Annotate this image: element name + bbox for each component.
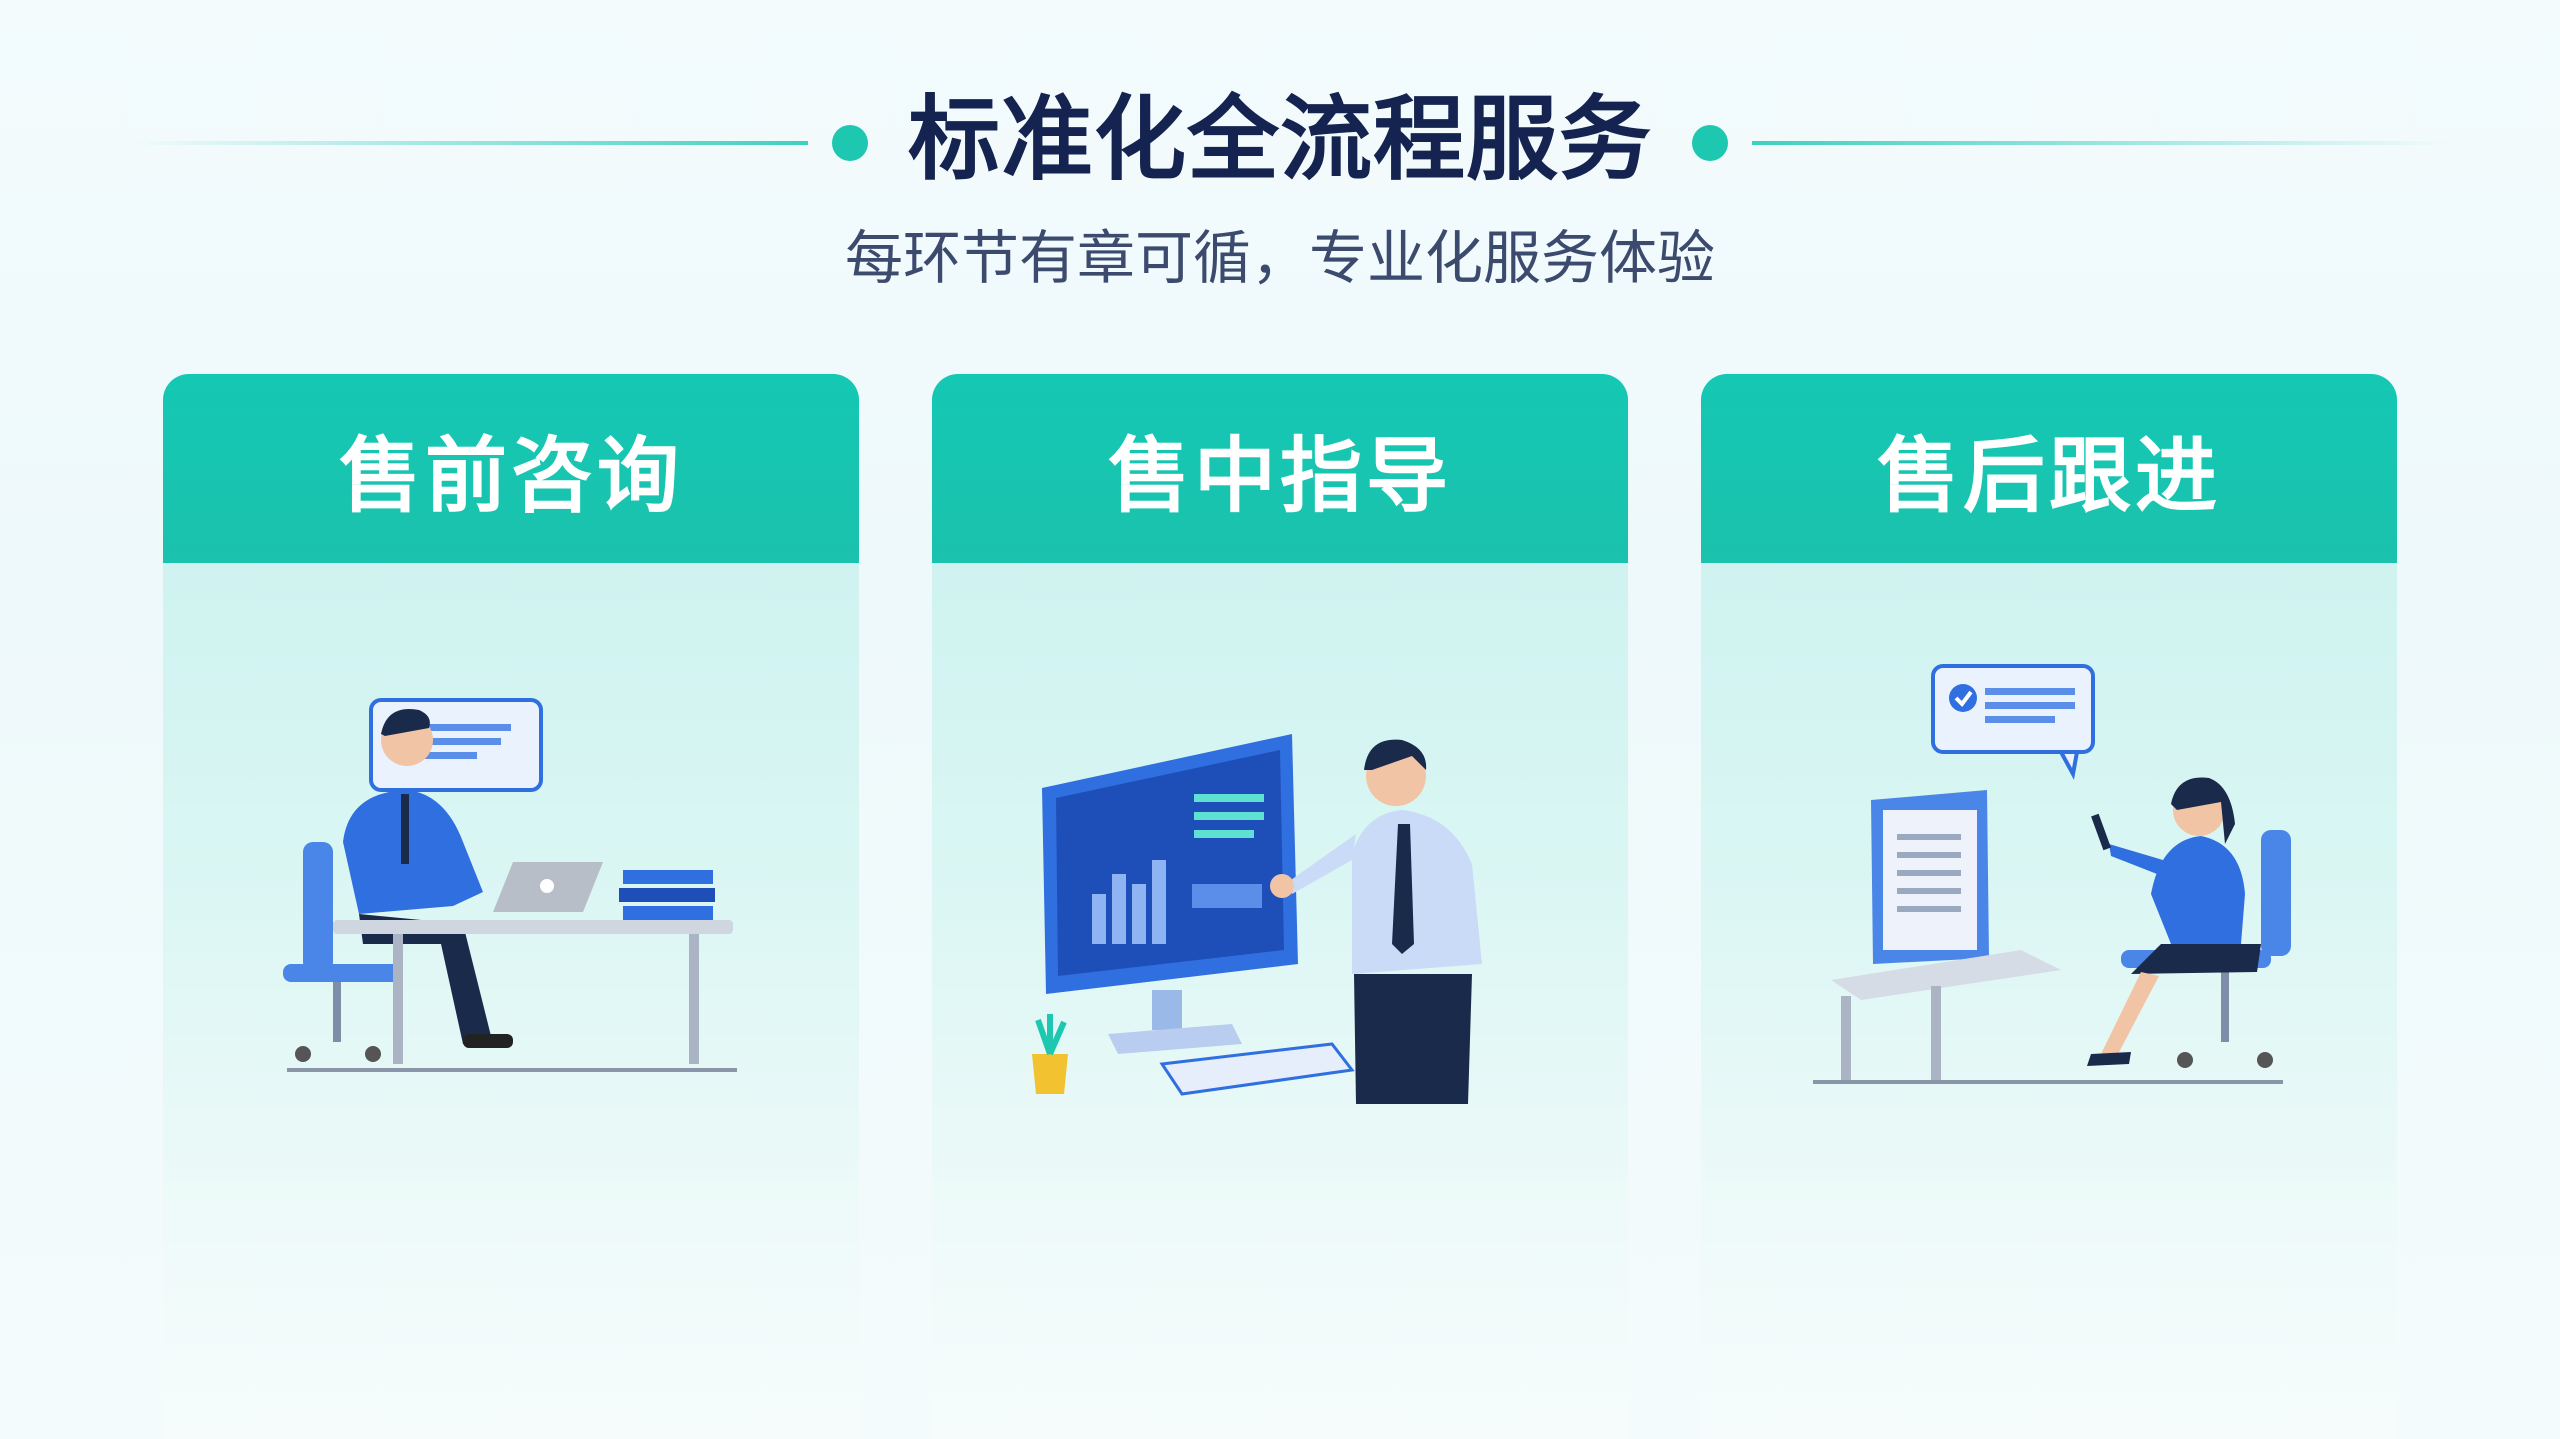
title-dot-right [1692, 125, 1728, 161]
card-title: 售中指导 [932, 374, 1628, 563]
card-presales: 售前咨询 [163, 374, 859, 1439]
card-title: 售后跟进 [1701, 374, 2397, 563]
presenter-illustration-icon [1032, 734, 1482, 1104]
page-title: 标准化全流程服务 [907, 86, 1652, 193]
page-subtitle: 每环节有章可循，专业化服务体验 [844, 224, 1715, 292]
card-title: 售前咨询 [163, 374, 859, 563]
title-dot-left [832, 125, 868, 161]
title-divider-left [130, 141, 808, 145]
followup-illustration-icon [1813, 664, 2291, 1084]
card-insales: 售中指导 [932, 374, 1628, 1439]
card-aftersales: 售后跟进 [1701, 374, 2397, 1439]
title-divider-right [1752, 141, 2452, 145]
consultant-illustration-icon [283, 698, 737, 1072]
